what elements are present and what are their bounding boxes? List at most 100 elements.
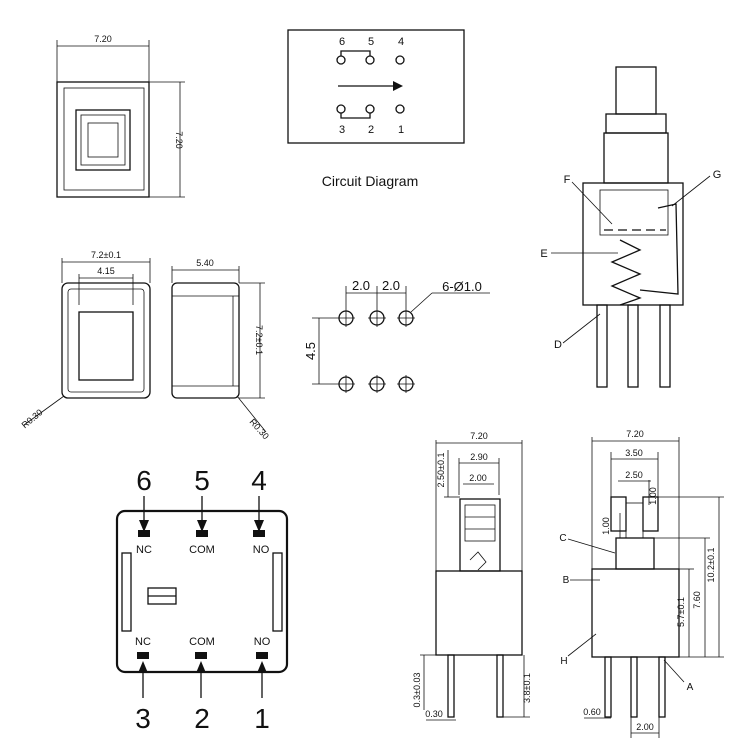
schematic-pad <box>137 652 149 659</box>
schematic-left-rail <box>121 552 132 632</box>
footprint-hole <box>337 375 355 393</box>
elev-left-w200-label: 2.00 <box>469 473 487 483</box>
footprint-hole <box>397 375 415 393</box>
elev-right-leader-h <box>567 633 597 657</box>
elev-right-label-a: A <box>687 682 694 693</box>
schematic-label-com-top: COM <box>189 544 215 556</box>
footprint-pitch-1: 2.0 <box>352 278 370 293</box>
side-height-label: 7.2±0.1 <box>254 325 264 355</box>
elevation-left: 7.20 2.90 2.00 2.50±0.1 0.3±0.03 3.8±0.1… <box>412 431 532 721</box>
elevation-right: 7.20 3.50 2.50 1.00 1.00 5.7±0.1 7.60 10… <box>559 429 724 738</box>
side-view: 5.40 7.2±0.1 R0.30 <box>171 258 271 442</box>
elev-right-pitch-label: 2.00 <box>636 722 654 732</box>
schematic-pin-1: 1 <box>254 703 270 734</box>
schematic-pin-6: 6 <box>136 465 152 496</box>
top-view: 7.20 7.20 <box>56 34 185 198</box>
schematic-pin-3: 3 <box>135 703 151 734</box>
cutaway-spring-g <box>639 203 679 295</box>
front-view: 7.2±0.1 4.15 R0.30 <box>20 250 151 430</box>
circuit-pin-4: 4 <box>398 36 404 48</box>
footprint-hole <box>337 309 355 327</box>
schematic-pad <box>253 530 265 537</box>
elev-left-w290-label: 2.90 <box>470 452 488 462</box>
front-view-outline <box>61 282 151 399</box>
top-view-outline <box>56 81 150 198</box>
footprint-hole-leader <box>410 292 433 313</box>
circuit-box <box>287 29 465 144</box>
schematic-label-no-bottom: NO <box>254 636 271 648</box>
cutaway-label-d: D <box>554 339 562 351</box>
front-view-window <box>78 311 134 381</box>
cutaway-view: F G E D <box>540 66 722 388</box>
circuit-title: Circuit Diagram <box>322 173 418 189</box>
front-inner-label: 4.15 <box>97 266 115 276</box>
elev-right-h100b-label: 1.00 <box>648 487 658 505</box>
circuit-top-contact <box>340 50 371 56</box>
schematic-pin-5: 5 <box>194 465 210 496</box>
schematic-pad <box>256 652 268 659</box>
elev-right-width-label: 7.20 <box>626 429 644 439</box>
schematic-pin-2: 2 <box>194 703 210 734</box>
pin-schematic: 6 5 4 NC COM NO NC COM NO 3 2 1 <box>115 465 289 734</box>
top-view-button-frame <box>75 109 131 171</box>
schematic-right-rail <box>272 552 283 632</box>
cutaway-spring-e <box>610 239 642 306</box>
cutaway-leader-d <box>562 313 601 344</box>
schematic-pad <box>195 652 207 659</box>
side-radius-label: R0.30 <box>247 417 271 442</box>
elev-left-thick-label: 0.3±0.03 <box>412 673 422 708</box>
elev-right-leader-a <box>663 659 685 683</box>
footprint-hole <box>368 375 386 393</box>
top-view-button <box>80 114 126 166</box>
top-width-label: 7.20 <box>94 34 112 44</box>
cutaway-label-e: E <box>540 248 547 260</box>
front-radius-leader <box>23 395 65 426</box>
elev-right-pinw-label: 0.60 <box>583 707 601 717</box>
side-view-outline <box>171 282 240 399</box>
footprint-row-label: 4.5 <box>303 342 318 360</box>
circuit-pin-1: 1 <box>398 124 404 136</box>
side-depth-label: 5.40 <box>196 258 214 268</box>
top-view-button-cap <box>87 122 119 158</box>
elev-left-width-label: 7.20 <box>470 431 488 441</box>
footprint-pitch-2: 2.0 <box>382 278 400 293</box>
elev-left-pinw-label: 0.30 <box>425 709 443 719</box>
cutaway-label-g: G <box>713 169 722 181</box>
footprint-hole <box>368 309 386 327</box>
elev-right-h760-label: 7.60 <box>692 591 702 609</box>
schematic-label-com-bottom: COM <box>189 636 215 648</box>
circuit-pin-3: 3 <box>339 124 345 136</box>
schematic-label-no-top: NO <box>253 544 270 556</box>
schematic-pad <box>196 530 208 537</box>
elev-right-label-h: H <box>560 656 567 667</box>
elev-right-body <box>591 568 680 658</box>
circuit-pin-2: 2 <box>368 124 374 136</box>
elev-right-w250-label: 2.50 <box>625 470 643 480</box>
top-view-inner-frame <box>63 87 145 191</box>
front-width-label: 7.2±0.1 <box>91 250 121 260</box>
pcb-footprint: 2.0 2.0 6-Ø1.0 4.5 <box>303 278 490 393</box>
elev-left-h250-label: 2.50±0.1 <box>436 453 446 488</box>
circuit-diagram: 6 5 4 3 2 1 Circuit Diagram <box>287 29 465 189</box>
elev-right-h100a-label: 1.00 <box>601 517 611 535</box>
elev-left-spring <box>469 551 487 571</box>
schematic-pin-4: 4 <box>251 465 267 496</box>
elev-right-label-b: B <box>563 575 570 586</box>
front-radius-label: R0.30 <box>20 407 45 430</box>
elev-left-pinlen-label: 3.8±0.1 <box>522 673 532 703</box>
cutaway-stem <box>603 132 669 184</box>
side-radius-leader <box>236 395 267 433</box>
schematic-label-nc-top: NC <box>136 544 152 556</box>
top-height-label: 7.20 <box>174 131 184 149</box>
footprint-hole <box>397 309 415 327</box>
cutaway-label-f: F <box>564 174 571 186</box>
footprint-holes-label: 6-Ø1.0 <box>442 279 482 294</box>
elev-right-h57-label: 5.7±0.1 <box>676 597 686 627</box>
cutaway-button-top <box>615 66 657 115</box>
cutaway-leader-f <box>571 181 613 225</box>
elev-right-label-c: C <box>559 533 566 544</box>
elev-right-h102-label: 10.2±0.1 <box>706 548 716 583</box>
circuit-pin-5: 5 <box>368 36 374 48</box>
cutaway-leader-g <box>671 175 711 207</box>
elev-left-body <box>435 570 523 656</box>
